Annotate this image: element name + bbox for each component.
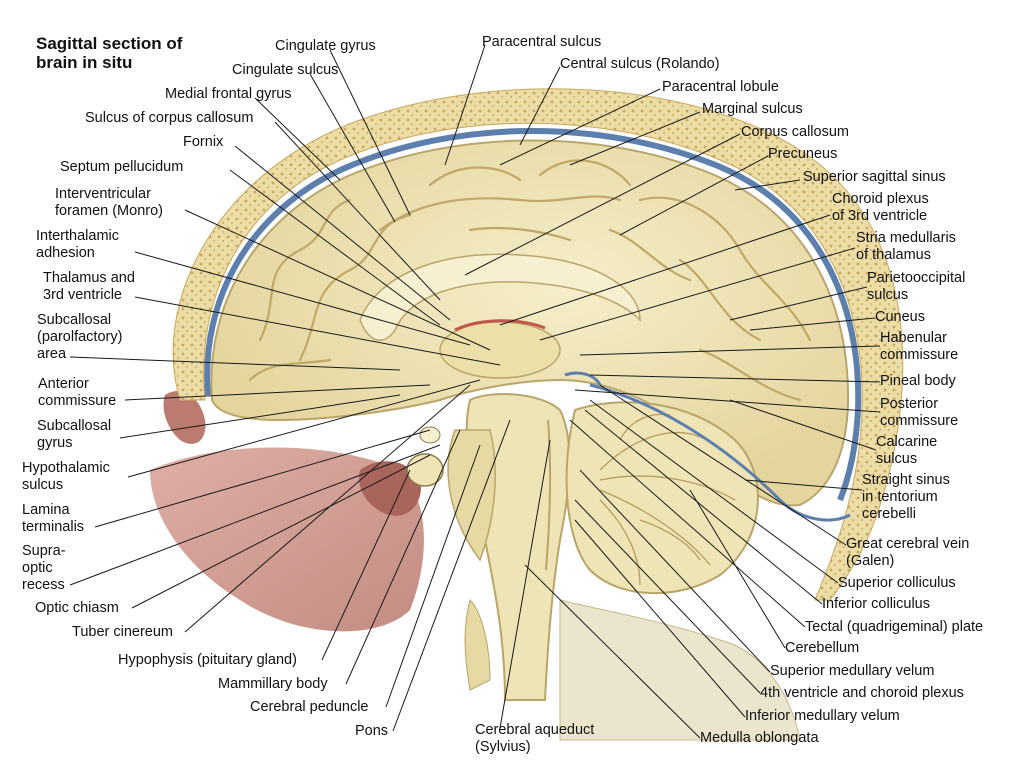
optic-chiasm-shape <box>419 426 441 444</box>
label-medial-frontal-gyrus: Medial frontal gyrus <box>165 86 292 102</box>
frontal-sinus-tissue <box>163 391 206 444</box>
cerebellum-shape <box>565 401 759 595</box>
label-superior-colliculus: Superior colliculus <box>838 575 956 591</box>
label-cerebellum: Cerebellum <box>785 640 860 656</box>
pineal-blue <box>564 371 602 386</box>
label-hypophysis: Hypophysis (pituitary gland) <box>118 652 297 668</box>
sphenoid-region <box>359 461 421 516</box>
label-inferior-colliculus: Inferior colliculus <box>822 596 930 612</box>
label-subcallosal-area: Subcallosal(parolfactory)area <box>37 312 123 362</box>
label-optic-chiasm: Optic chiasm <box>35 600 119 616</box>
label-inferior-medullary-velum: Inferior medullary velum <box>745 708 900 724</box>
dens-tissue <box>464 599 491 691</box>
gyri-folds <box>248 159 812 402</box>
sagittal-sinus-band <box>204 128 862 502</box>
figure-title-line: Sagittal section of <box>36 34 183 53</box>
label-central-sulcus: Central sulcus (Rolando) <box>560 56 720 72</box>
label-cingulate-sulcus: Cingulate sulcus <box>232 62 339 78</box>
label-fornix: Fornix <box>183 134 224 150</box>
choroid-red <box>454 319 546 332</box>
label-superior-sagittal-sinus: Superior sagittal sinus <box>803 169 946 185</box>
label-paracentral-lobule: Paracentral lobule <box>662 79 779 95</box>
label-sulcus-corpus-callosum: Sulcus of corpus callosum <box>85 110 254 126</box>
label-mammillary-body: Mammillary body <box>218 676 328 692</box>
leader-lines <box>69 44 881 739</box>
label-paracentral-sulcus: Paracentral sulcus <box>482 34 602 50</box>
aqueduct-line <box>545 419 552 571</box>
tentorium-line <box>589 383 851 522</box>
label-tectal-plate: Tectal (quadrigeminal) plate <box>805 619 984 635</box>
label-fourth-ventricle: 4th ventricle and choroid plexus <box>760 685 964 701</box>
label-superior-medullary-velum: Superior medullary velum <box>770 663 935 679</box>
label-cuneus: Cuneus <box>875 309 925 325</box>
pituitary-shape <box>406 453 444 487</box>
skull-bone <box>172 88 904 601</box>
vertebral-tissue <box>559 599 801 741</box>
corpus-callosum-shape <box>359 253 641 341</box>
label-precuneus: Precuneus <box>768 146 838 162</box>
label-cerebral-aqueduct: Cerebral aqueduct(Sylvius) <box>475 722 595 755</box>
label-tuber-cinereum: Tuber cinereum <box>72 624 174 640</box>
figure-title-line: brain in situ <box>36 53 133 72</box>
label-marginal-sulcus: Marginal sulcus <box>702 101 803 117</box>
figure-title: Sagittal section of brain in situ <box>36 34 236 72</box>
label-septum-pellucidum: Septum pellucidum <box>60 159 184 175</box>
label-great-cerebral-vein: Great cerebral vein(Galen) <box>846 536 970 569</box>
label-cingulate-gyrus: Cingulate gyrus <box>275 38 376 54</box>
label-pineal-body: Pineal body <box>880 373 956 389</box>
label-pons: Pons <box>355 723 389 739</box>
label-corpus-callosum: Corpus callosum <box>741 124 849 140</box>
label-cerebral-peduncle: Cerebral peduncle <box>250 699 369 715</box>
label-medulla-oblongata: Medulla oblongata <box>700 730 819 746</box>
thalamus-shape <box>439 321 561 379</box>
